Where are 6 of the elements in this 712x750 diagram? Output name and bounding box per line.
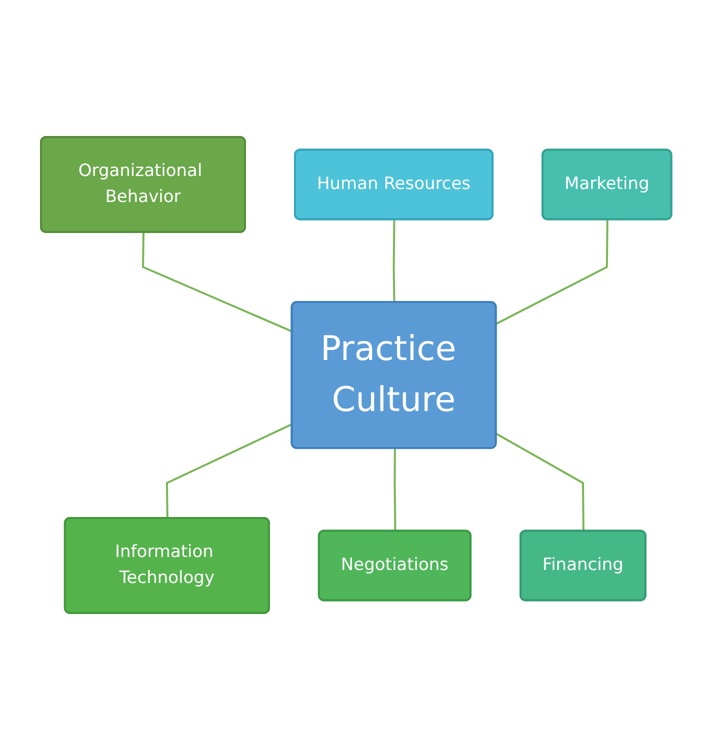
- connector: [392, 220, 396, 303]
- connector: [394, 448, 396, 532]
- connector: [142, 232, 293, 332]
- connector: [496, 220, 608, 325]
- connector: [166, 423, 293, 519]
- connector: [496, 432, 584, 532]
